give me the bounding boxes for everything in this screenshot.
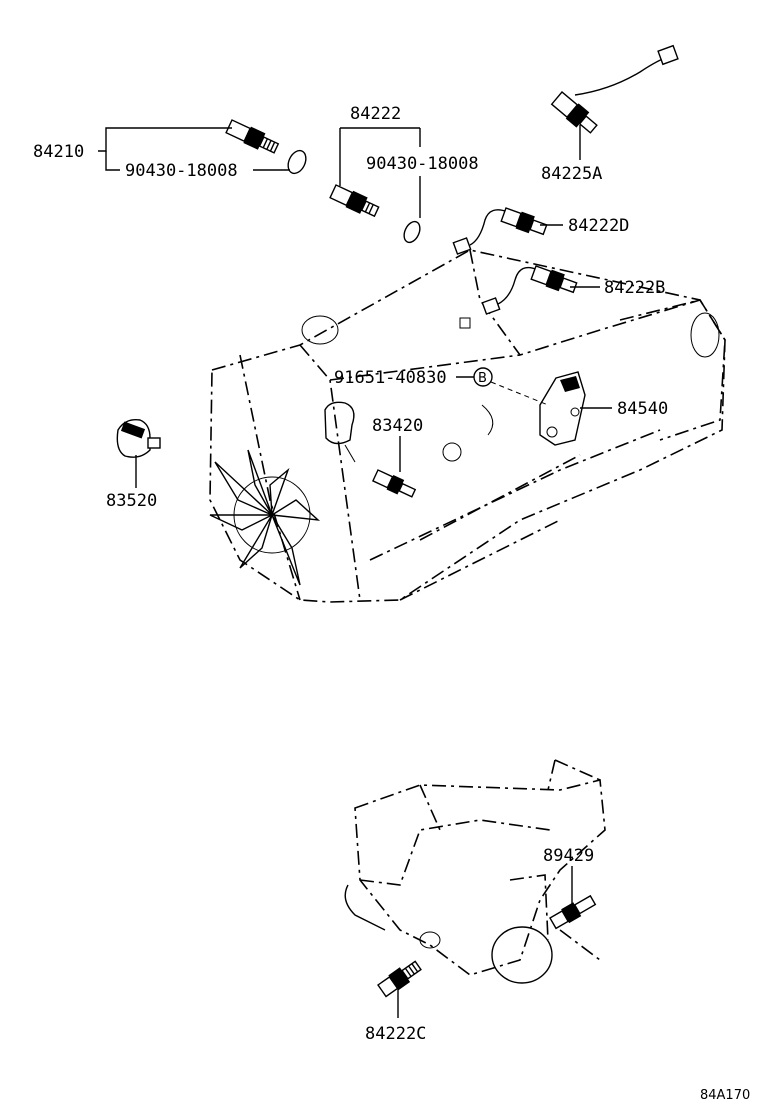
- label-84210: 84210: [33, 142, 84, 162]
- sensor-84540-icon: [539, 371, 586, 446]
- sensor-84222c-icon: [377, 960, 422, 998]
- label-84222b: 84222B: [604, 278, 665, 298]
- label-91651-40830: 91651-40830: [334, 368, 447, 388]
- sensor-84222-icon: [329, 184, 380, 218]
- sensor-84222b-icon: [481, 265, 578, 315]
- label-89429: 89429: [543, 846, 594, 866]
- sensor-89429-icon: [549, 894, 597, 930]
- label-90430-18008-a: 90430-18008: [125, 161, 238, 181]
- sensor-83420-icon: [371, 469, 417, 498]
- label-84222d: 84222D: [568, 216, 629, 236]
- label-90430-18008-b: 90430-18008: [366, 154, 479, 174]
- label-84222: 84222: [350, 104, 401, 124]
- sensor-84210-icon: [225, 119, 280, 154]
- label-84540: 84540: [617, 399, 668, 419]
- engine-illustration: [209, 249, 726, 603]
- label-84222c: 84222C: [365, 1024, 426, 1044]
- label-83520: 83520: [106, 491, 157, 511]
- washer-icon: [403, 220, 421, 244]
- fan-icon: [209, 449, 321, 586]
- callout-b: B: [473, 367, 493, 387]
- label-84225a: 84225A: [541, 164, 602, 184]
- label-83420: 83420: [372, 416, 423, 436]
- switch-83520-icon: [116, 419, 161, 458]
- sensor-84222d-icon: [452, 207, 548, 255]
- sensor-84225a-icon: [550, 44, 679, 134]
- callout-b-letter: B: [478, 371, 487, 386]
- figure-code: 84A170: [700, 1088, 750, 1103]
- transmission-illustration: [344, 759, 606, 984]
- washer-icon: [287, 149, 307, 175]
- leader-lines: [98, 125, 612, 1018]
